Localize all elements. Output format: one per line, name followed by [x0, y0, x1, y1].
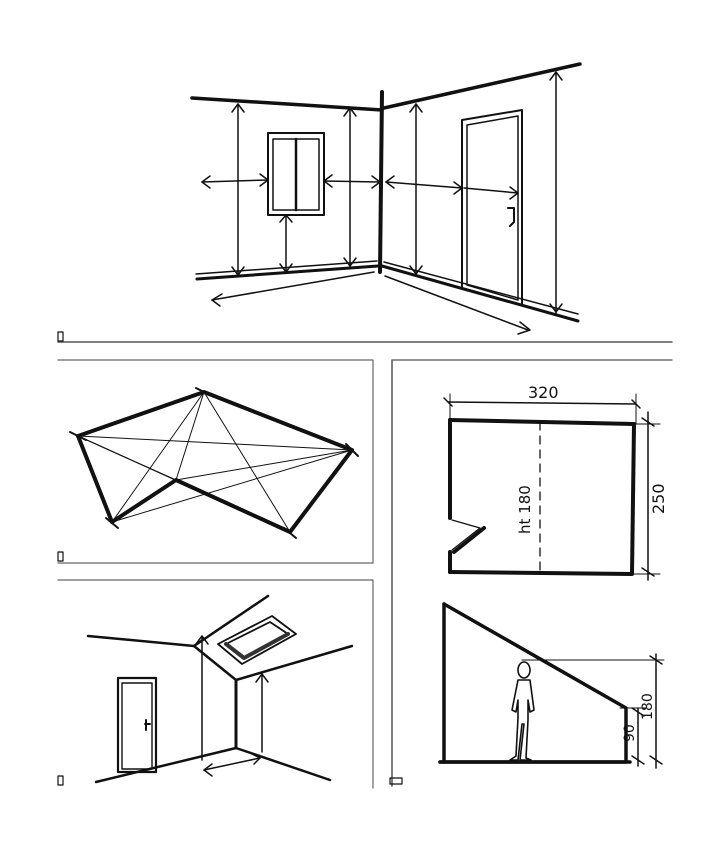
sill-height-label: ht 180 [516, 485, 534, 534]
dim-tick [631, 707, 645, 765]
room-section: 90 180 [438, 602, 665, 769]
door-leaf [452, 526, 486, 554]
roof-slope-left [192, 594, 270, 648]
height-dimension-lines [231, 71, 563, 315]
floor-line-left [94, 746, 238, 784]
corner-ticks [69, 387, 359, 539]
room-plan: ht 180 320 250 [443, 383, 668, 581]
dim-tick [641, 417, 655, 577]
window [267, 132, 325, 216]
panel-frame [57, 579, 374, 789]
triangulation-lines [77, 391, 353, 533]
panel-frame [57, 359, 374, 564]
width-dimension-label: 320 [528, 383, 559, 402]
door [116, 676, 158, 774]
height-dimension-label: 250 [649, 483, 668, 514]
width-dimension-lines [201, 173, 519, 200]
triangulation-panel [57, 359, 374, 564]
panel-marker [57, 775, 64, 786]
panel-marker [389, 777, 403, 785]
panel-marker [57, 551, 64, 562]
low-dimension-label: 90 [622, 724, 638, 742]
ceiling-line-left [190, 96, 384, 112]
room-outline [448, 418, 636, 576]
height-dimension-lines [195, 635, 269, 777]
panel-marker [57, 331, 64, 342]
skylight [217, 615, 297, 665]
attic-room-perspective [57, 579, 374, 789]
floor-dimension-lines [211, 271, 531, 335]
width-dimension-line [447, 401, 637, 405]
ceiling-line-right [382, 62, 582, 110]
door-swing [451, 519, 481, 551]
door-handle [507, 207, 515, 227]
door [461, 109, 523, 306]
dim-tick [649, 655, 663, 765]
human-figure [509, 661, 535, 761]
wall-corner-edge [378, 90, 384, 274]
section-outline [438, 602, 628, 764]
room-corner-perspective [190, 62, 582, 335]
door-handle [144, 719, 151, 731]
high-dimension-label: 180 [640, 693, 656, 720]
roof-slope-edge [192, 644, 238, 682]
floor-line-left [195, 264, 380, 281]
ceiling-line-left [86, 634, 196, 648]
floor-line-right [234, 746, 332, 782]
ceiling-line-right [234, 644, 354, 682]
